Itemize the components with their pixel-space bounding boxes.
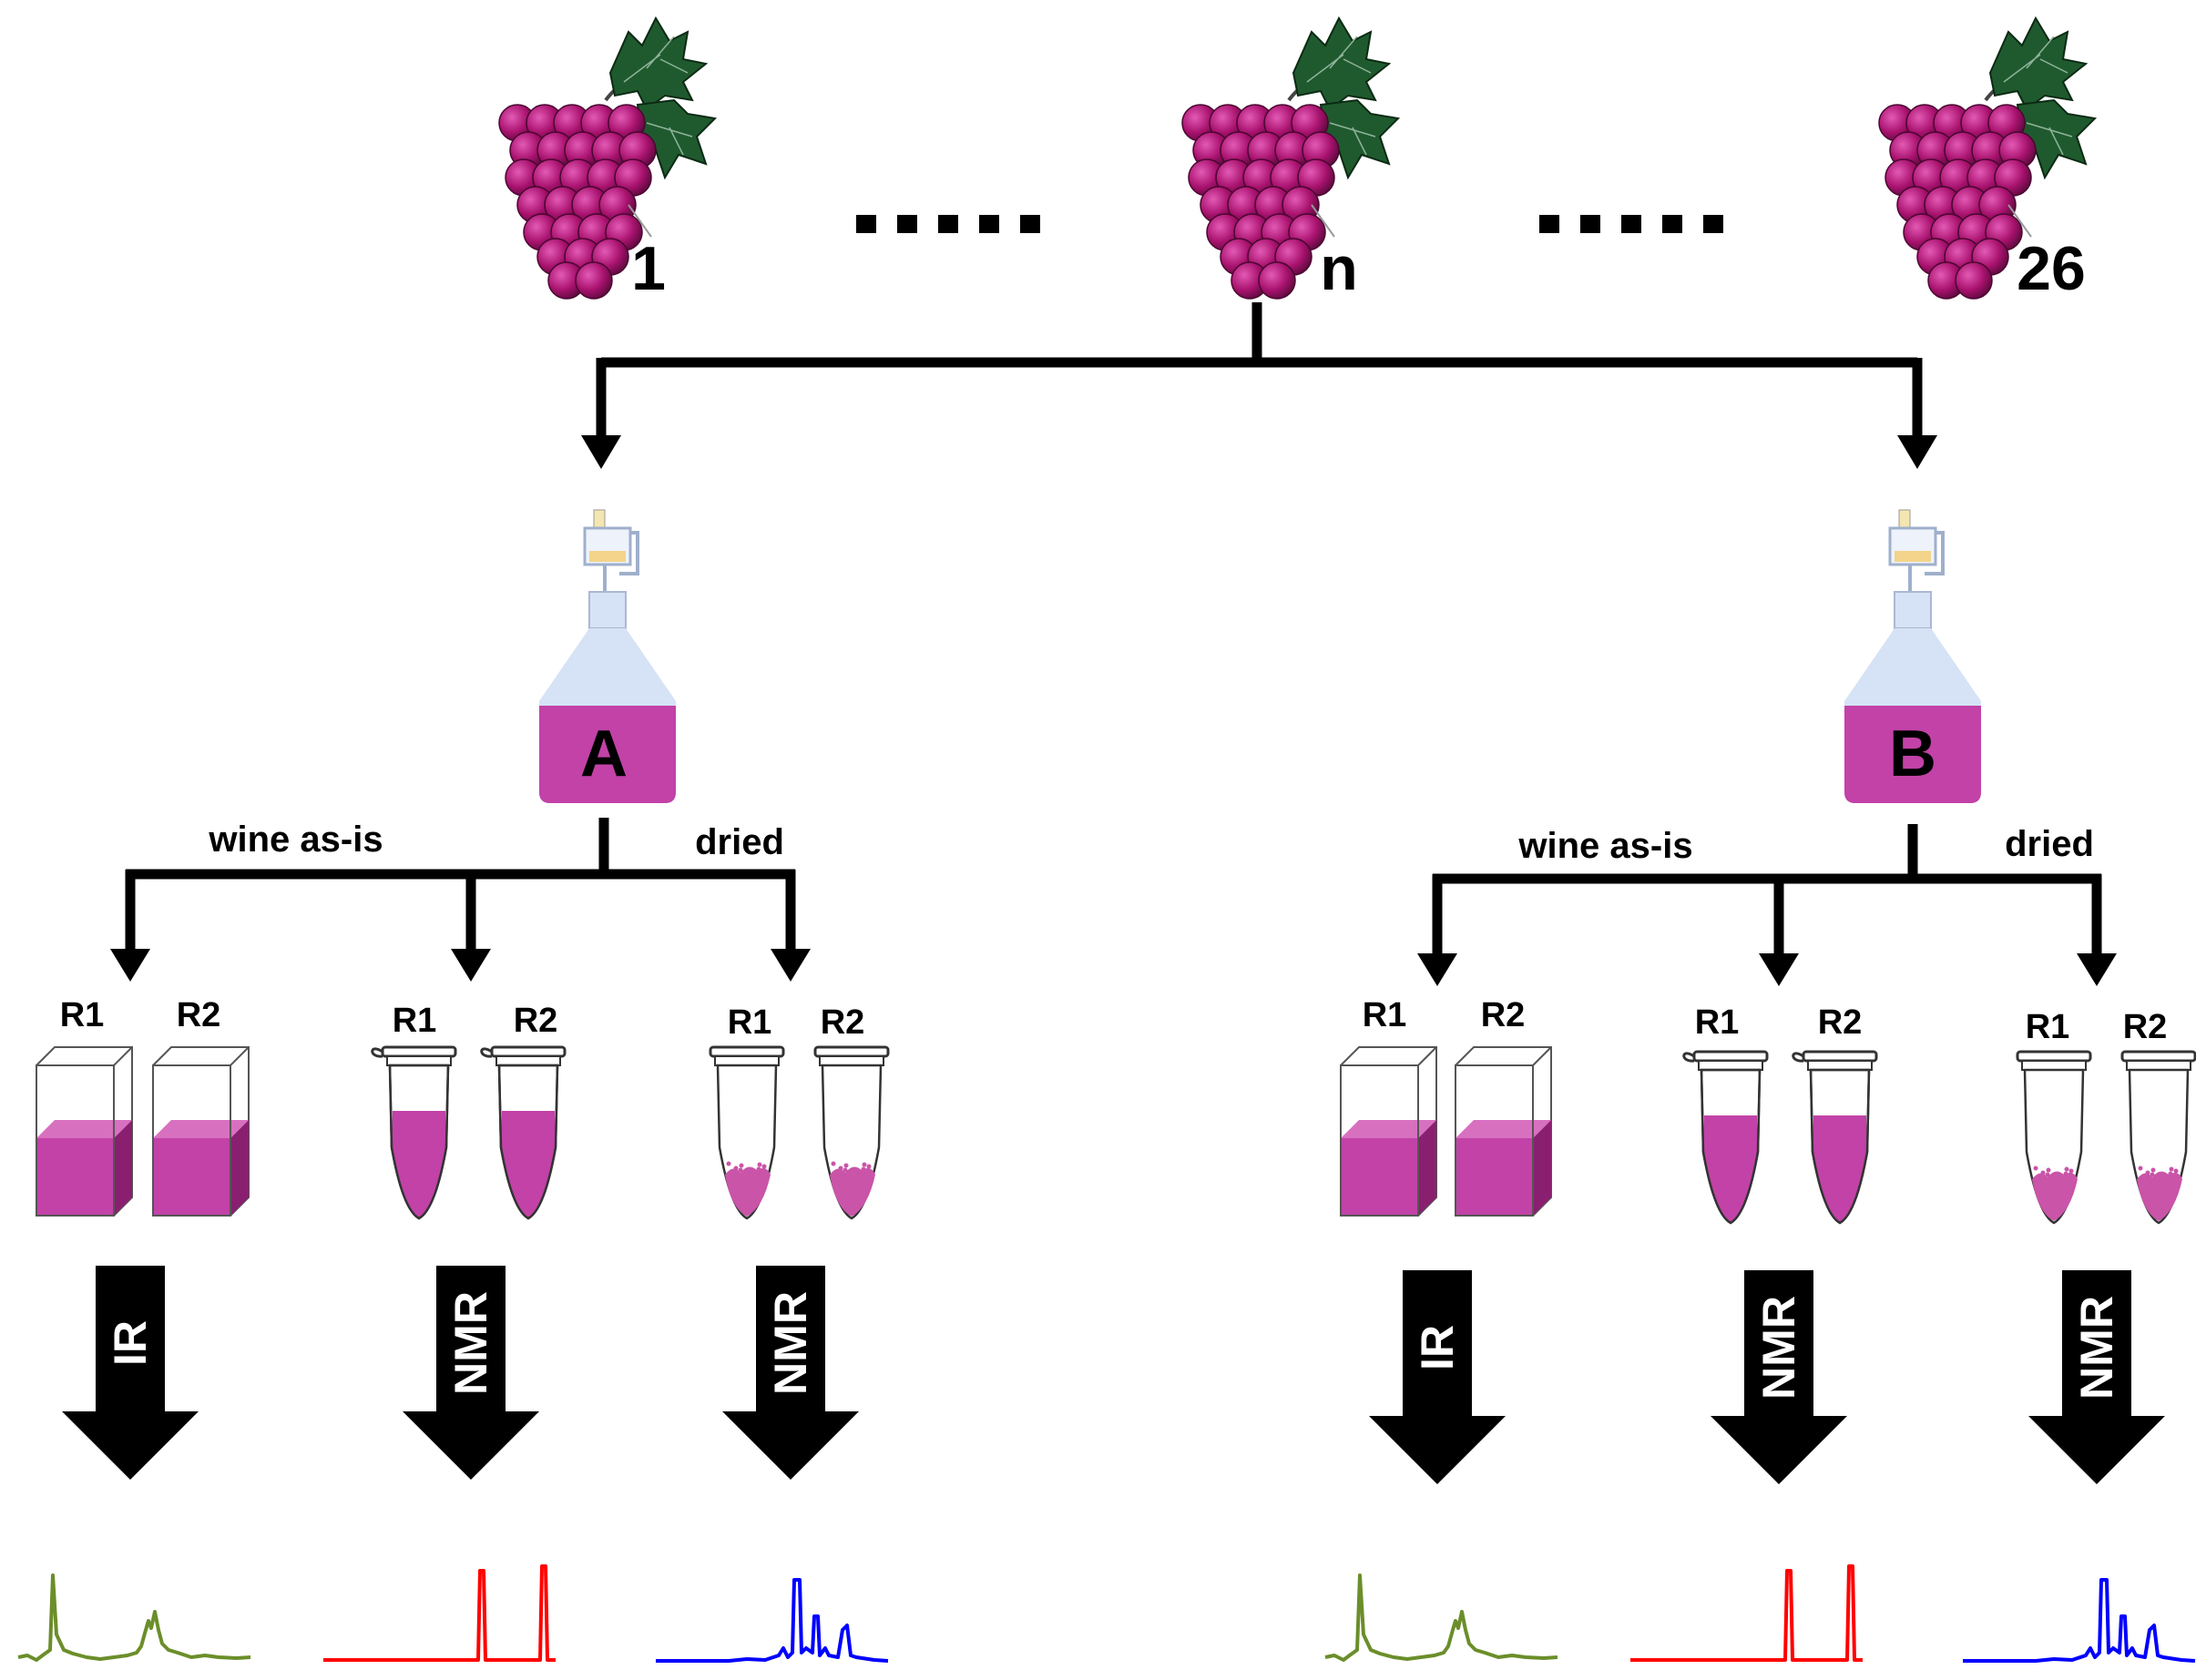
ir-spectrum [1324,1573,1558,1662]
arrow-head-0 [110,949,150,982]
fermenter-label-a: A [580,718,628,790]
tube-dried-r2 [813,1045,890,1220]
replicate-label: R1 [60,996,105,1034]
method-label: NMR [1753,1296,1804,1400]
replicate-label: R2 [1818,1003,1863,1042]
arrow-head-1 [451,949,491,982]
arrow-head-0 [1417,953,1457,986]
branch-label-a-dried: dried [695,822,784,862]
arrow-to-a [581,435,621,469]
cuvette-r2 [152,1046,250,1217]
ir-arrow: IR [1369,1270,1506,1484]
tube-dried-r2 [2120,1050,2196,1225]
replicate-label: R1 [728,1003,772,1042]
fermenter-a [539,509,676,803]
method-label: NMR [445,1291,496,1395]
ir-arrow: IR [62,1266,199,1480]
arrow-head-2 [771,949,811,982]
arrow-to-b [1897,435,1937,469]
nmr-liquid-arrow: NMR [403,1266,539,1480]
nmr-liquid-arrow: NMR [1711,1270,1847,1484]
branch-label-b-wine-as-is: wine as-is [1517,826,1692,866]
cuvette-r2 [1455,1046,1552,1217]
replicate-label: R1 [2026,1008,2070,1046]
cuvette-r1 [1340,1046,1437,1217]
tube-liquid-r1 [1682,1050,1769,1225]
tube-liquid-r1 [371,1045,457,1220]
method-label: IR [105,1320,156,1366]
nmr-dried-spectrum [1963,1578,2196,1663]
grape-cluster-26 [1878,15,2098,300]
fermenter-b [1844,509,1981,803]
ellipsis-left [856,215,1040,233]
grape-label-26: 26 [2017,234,2086,303]
grape-label-n: n [1320,234,1358,303]
branch-label-a-wine-as-is: wine as-is [208,820,383,860]
replicate-label: R2 [177,996,221,1034]
tube-liquid-r2 [1792,1050,1878,1225]
grape-label-1: 1 [631,234,666,303]
cuvette-r1 [36,1046,133,1217]
replicate-label: R2 [1481,996,1526,1034]
method-label: NMR [2071,1296,2122,1400]
fermenter-label-b: B [1889,718,1936,790]
method-label: NMR [765,1291,816,1395]
grape-cluster-1 [498,15,718,300]
replicate-label: R2 [514,1002,558,1040]
replicate-label: R2 [2123,1008,2168,1046]
ellipsis-right [1539,215,1723,233]
tube-liquid-r2 [480,1045,567,1220]
nmr-liquid-spectrum [323,1564,556,1662]
branch-label-b-dried: dried [2005,824,2094,864]
tube-dried-r1 [709,1045,785,1220]
ir-spectrum [17,1573,251,1662]
tube-dried-r1 [2016,1050,2092,1225]
nmr-dried-arrow: NMR [722,1266,859,1480]
method-label: IR [1412,1325,1463,1370]
replicate-label: R1 [393,1002,437,1040]
nmr-dried-spectrum [656,1578,889,1663]
nmr-liquid-spectrum [1630,1564,1863,1662]
arrow-head-1 [1759,953,1799,986]
replicate-label: R2 [821,1003,865,1042]
replicate-label: R1 [1695,1003,1740,1042]
grape-cluster-n [1181,15,1401,300]
top-split-connector [596,302,1923,437]
arrow-head-2 [2077,953,2117,986]
replicate-label: R1 [1363,996,1407,1034]
nmr-dried-arrow: NMR [2028,1270,2165,1484]
